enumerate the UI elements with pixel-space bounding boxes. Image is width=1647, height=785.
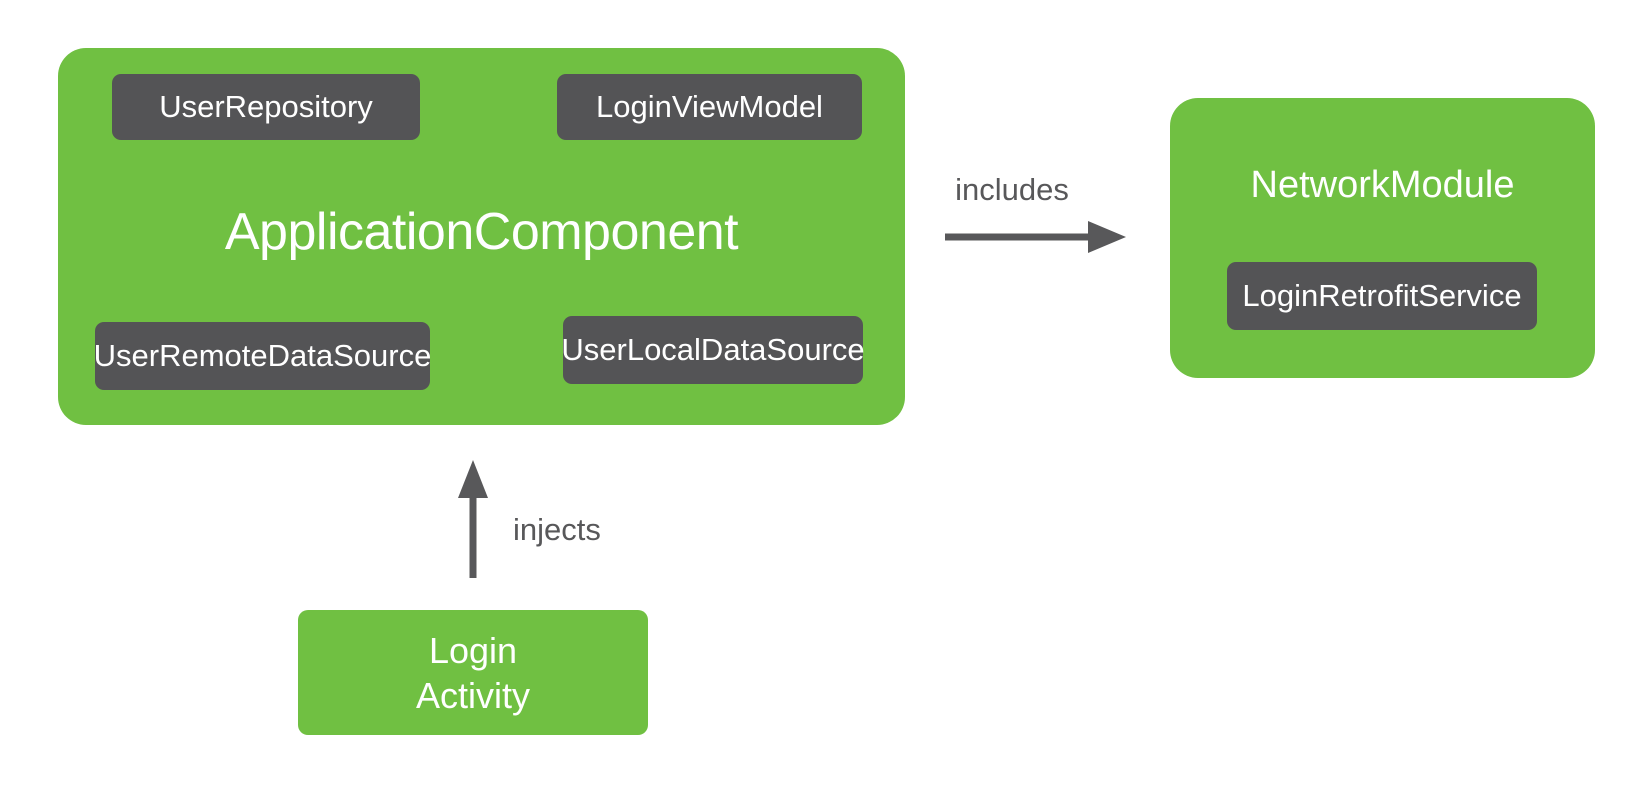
node-user-remote-data-source: UserRemoteDataSource bbox=[94, 322, 431, 390]
application-component-title: ApplicationComponent bbox=[224, 203, 739, 261]
node-network-module: NetworkModule LoginRetrofitService bbox=[1170, 98, 1595, 378]
node-login-retrofit-service: LoginRetrofitService bbox=[1227, 262, 1537, 330]
node-login-viewmodel: LoginViewModel bbox=[557, 74, 862, 140]
edge-label-injects: injects bbox=[513, 512, 601, 547]
includes-arrow-right-icon bbox=[945, 221, 1126, 253]
node-user-repository: UserRepository bbox=[112, 74, 420, 140]
injects-arrow-up-icon bbox=[458, 460, 488, 578]
node-login-activity: Login Activity bbox=[298, 610, 648, 735]
node-user-local-data-source: UserLocalDataSource bbox=[561, 316, 865, 384]
node-application-component: UserRepository LoginViewModel Applicatio… bbox=[58, 48, 905, 425]
network-module-title: NetworkModule bbox=[1250, 164, 1515, 206]
login-activity-label-line-2: Activity bbox=[415, 674, 530, 716]
edge-label-includes: includes bbox=[955, 172, 1069, 207]
login-activity-label-line-1: Login bbox=[428, 629, 518, 671]
